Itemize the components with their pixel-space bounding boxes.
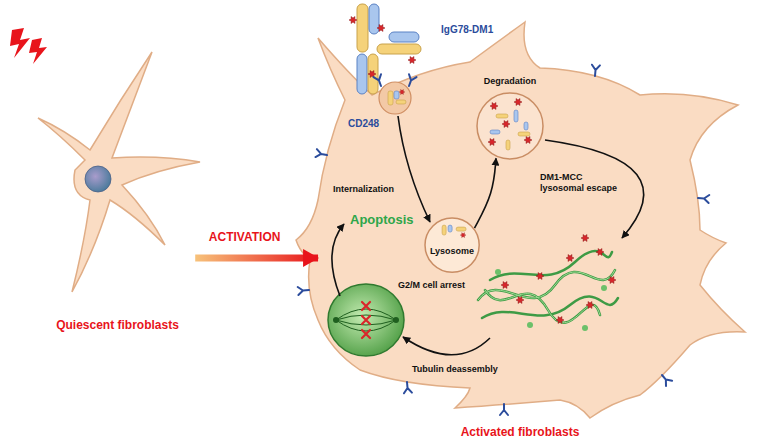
drug-payload bbox=[524, 137, 532, 144]
cd248-receptor bbox=[500, 404, 508, 415]
antibody-fragment bbox=[456, 227, 466, 231]
drug-payload bbox=[502, 121, 510, 128]
activation-arrow bbox=[195, 254, 318, 261]
drug-payload bbox=[377, 25, 385, 32]
receptor-name: CD248 bbox=[348, 118, 379, 130]
cell-membrane bbox=[296, 22, 745, 418]
antibody-fragment bbox=[496, 114, 508, 118]
fibroblast-cell: Activated fibroblasts Lysosome Degradation bbox=[290, 18, 750, 442]
antibody-fragment bbox=[524, 122, 528, 130]
lysosome: Lysosome bbox=[424, 217, 480, 273]
drug-payload bbox=[488, 139, 496, 146]
drug-payload bbox=[408, 57, 416, 64]
cd248-receptor bbox=[298, 286, 310, 295]
edge-label: ACTIVATION bbox=[209, 230, 281, 244]
step-label: Internalization bbox=[333, 184, 394, 195]
activation-bolt bbox=[29, 38, 47, 64]
node-outline bbox=[424, 217, 480, 273]
light-chain bbox=[389, 32, 419, 42]
drug-payload bbox=[490, 103, 498, 110]
cd248-receptor bbox=[698, 194, 710, 203]
node-label: Lysosome bbox=[430, 246, 474, 257]
lysosome-membrane bbox=[425, 218, 479, 272]
cd248-receptor bbox=[373, 74, 384, 87]
antibody-fragment bbox=[514, 110, 518, 122]
drug-payload bbox=[460, 233, 466, 238]
heavy-chain bbox=[357, 4, 368, 52]
outcome-label: Apoptosis bbox=[350, 212, 414, 228]
fc-chain bbox=[368, 54, 378, 94]
activation-bolt bbox=[10, 28, 30, 58]
step-label: G2/M cell arrest bbox=[398, 280, 465, 291]
antibody-fragment bbox=[442, 225, 446, 235]
vesicle-membrane bbox=[477, 93, 543, 159]
cell-membrane bbox=[38, 52, 200, 292]
degradation-vesicle: Degradation bbox=[475, 76, 545, 160]
antibody-fragment bbox=[448, 225, 452, 232]
step-label: DM1-MCC lysosomal escape bbox=[540, 172, 618, 194]
drug-payload bbox=[349, 17, 357, 24]
node-label: Activated fibroblasts bbox=[461, 425, 580, 439]
light-chain bbox=[369, 4, 379, 34]
drug-payload bbox=[514, 99, 522, 106]
node-outline bbox=[25, 40, 210, 335]
antibody-fragment bbox=[506, 140, 510, 150]
node-label: Quiescent fibroblasts bbox=[56, 318, 179, 332]
cd248-receptor bbox=[403, 382, 412, 394]
antibody-fragment bbox=[490, 130, 500, 134]
drug-payload bbox=[368, 71, 376, 78]
antibody-fragment bbox=[518, 132, 530, 136]
step-label: Tubulin deassembly bbox=[412, 364, 498, 375]
fibroblast-cell: Quiescent fibroblasts bbox=[25, 40, 210, 335]
drug-name: IgG78-DM1 bbox=[441, 24, 493, 36]
node-label: Degradation bbox=[484, 76, 537, 87]
heavy-chain bbox=[377, 44, 421, 54]
node-outline bbox=[475, 76, 545, 160]
